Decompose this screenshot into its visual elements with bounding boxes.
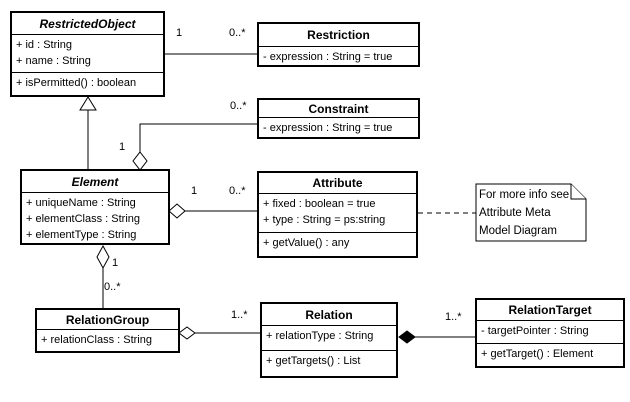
attributes-compartment: - expression : String = true xyxy=(259,117,418,137)
class-box-relationgroup: RelationGroup + relationClass : String xyxy=(35,308,180,353)
class-box-constraint: Constraint - expression : String = true xyxy=(257,98,420,139)
generalization-element-restrictedobject xyxy=(79,96,97,169)
attributes-compartment: + relationType : String xyxy=(262,325,396,350)
attributes-compartment: + relationClass : String xyxy=(37,329,178,351)
multiplicity-label: 1 xyxy=(119,141,126,153)
multiplicity-label: 1 xyxy=(176,27,183,39)
multiplicity-label: 1 xyxy=(112,257,119,269)
operations-compartment: + isPermitted() : boolean xyxy=(12,72,163,95)
multiplicity-label: 0..* xyxy=(230,100,247,112)
class-title-attribute: Attribute xyxy=(312,176,363,190)
class-box-element: Element + uniqueName : String + elementC… xyxy=(20,169,170,245)
class-title-relationgroup: RelationGroup xyxy=(65,312,150,327)
class-operation: + getValue() : any xyxy=(263,237,350,249)
class-attribute: + relationClass : String xyxy=(41,334,152,346)
attributes-compartment: - expression : String = true xyxy=(259,46,418,65)
composition-diamond-icon xyxy=(398,330,416,344)
class-box-restriction: Restriction - expression : String = true xyxy=(257,22,420,67)
class-operation: + getTarget() : Element xyxy=(481,348,594,360)
class-box-relation: Relation + relationType : String + getTa… xyxy=(260,302,398,378)
multiplicity-label: 0..* xyxy=(229,27,246,39)
attributes-compartment: + fixed : boolean = true + type : String… xyxy=(259,193,416,232)
class-attribute: + fixed : boolean = true xyxy=(263,198,376,210)
class-operation: + getTargets() : List xyxy=(266,355,361,367)
class-attribute: + elementType : String xyxy=(26,229,137,241)
class-box-attribute: Attribute + fixed : boolean = true + typ… xyxy=(257,171,418,258)
multiplicity-label: 1 xyxy=(191,185,198,197)
class-attribute: + uniqueName : String xyxy=(26,197,136,209)
note-line: Model Diagram xyxy=(479,225,557,237)
class-attribute: - expression : String = true xyxy=(263,51,393,63)
multiplicity-label: 0..* xyxy=(229,185,246,197)
class-attribute: + type : String = ps:string xyxy=(263,214,386,226)
aggregation-diamond-icon xyxy=(96,244,110,270)
class-title-restriction: Restriction xyxy=(307,28,370,42)
aggregation-diamond-icon xyxy=(132,151,148,171)
class-box-restrictedobject: RestrictedObject + id : String + name : … xyxy=(10,11,165,97)
aggregation-element-relationgroup xyxy=(96,244,110,308)
note-line: For more info see xyxy=(479,189,570,201)
attributes-compartment: + uniqueName : String + elementClass : S… xyxy=(22,192,168,243)
class-title-restrictedobject: RestrictedObject xyxy=(39,16,136,31)
class-attribute: + id : String xyxy=(16,39,72,51)
aggregation-diamond-icon xyxy=(168,203,186,219)
composition-relation-relationtarget xyxy=(398,330,475,344)
class-title-relationtarget: RelationTarget xyxy=(508,303,592,317)
aggregation-relationgroup-relation xyxy=(178,326,260,340)
class-attribute: + elementClass : String xyxy=(26,213,141,225)
class-operation: + isPermitted() : boolean xyxy=(16,77,137,89)
aggregation-element-attribute xyxy=(168,203,257,219)
operations-compartment: + getTargets() : List xyxy=(262,350,396,376)
note-shape xyxy=(475,183,587,242)
operations-compartment: + getValue() : any xyxy=(259,232,416,256)
class-title-element: Element xyxy=(71,174,119,189)
generalization-triangle-icon xyxy=(79,96,97,111)
class-attribute: + name : String xyxy=(16,55,91,67)
multiplicity-label: 0..* xyxy=(104,281,121,293)
note-text: For more info see Attribute Meta Model D… xyxy=(479,186,569,240)
class-box-relationtarget: RelationTarget - targetPointer : String … xyxy=(475,298,625,368)
class-attribute: - targetPointer : String xyxy=(481,325,589,337)
attributes-compartment: + id : String + name : String xyxy=(12,34,163,72)
class-title-relation: Relation xyxy=(305,307,353,322)
class-title-constraint: Constraint xyxy=(308,101,369,116)
note-dogear-icon xyxy=(570,184,586,200)
operations-compartment: + getTarget() : Element xyxy=(477,343,623,366)
multiplicity-label: 1..* xyxy=(231,309,248,321)
multiplicity-label: 1..* xyxy=(445,311,462,323)
aggregation-diamond-icon xyxy=(178,326,196,340)
aggregation-element-constraint xyxy=(132,123,257,171)
note-line: Attribute Meta xyxy=(479,207,551,219)
class-attribute: + relationType : String xyxy=(266,330,374,342)
class-attribute: - expression : String = true xyxy=(263,122,393,134)
note-outline xyxy=(475,183,587,242)
attributes-compartment: - targetPointer : String xyxy=(477,320,623,343)
